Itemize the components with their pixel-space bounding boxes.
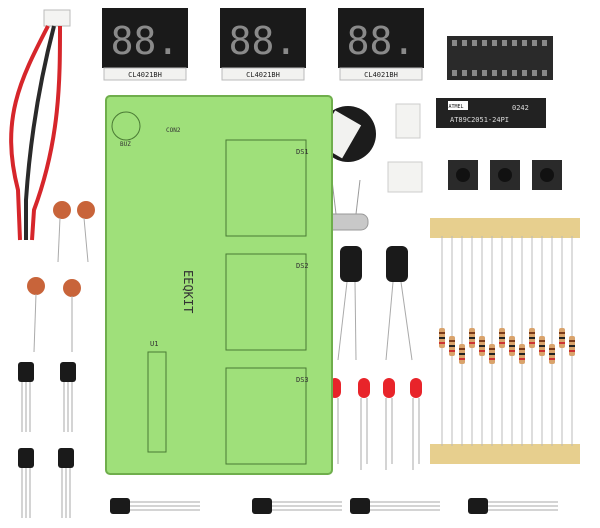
microcontroller-chip: ATMEL 0242 AT89C2051-24PI [436, 98, 546, 128]
transistor [18, 448, 34, 518]
chip-code: 0242 [512, 104, 529, 112]
board-label-buz: BUZ [120, 141, 131, 148]
red-leds [329, 378, 422, 470]
display-digits: 88. [347, 19, 416, 63]
board-brand: EEQKIT [181, 270, 195, 313]
display-part-number: CL4021BH [246, 71, 280, 79]
ceramic-capacitors [27, 201, 95, 353]
pin-header-connectors [387, 103, 423, 193]
board-label-con2: CON2 [166, 127, 181, 134]
resistor [519, 236, 525, 446]
transistor [252, 498, 342, 514]
transistors [18, 362, 558, 518]
resistors [430, 218, 580, 464]
resistor [499, 236, 505, 446]
wire-harness [9, 9, 71, 241]
resistor [449, 236, 455, 446]
display-digits: 88. [229, 19, 298, 63]
display-part-number: CL4021BH [364, 71, 398, 79]
seven-segment-display: 88. CL4021BH [102, 8, 188, 81]
led [358, 378, 370, 470]
pcb-board: EEQKIT DS1 DS2 DS3 U1 BUZ CON2 [105, 95, 333, 475]
transistor [18, 362, 34, 432]
transistor [350, 498, 440, 514]
push-buttons [448, 160, 562, 190]
resistor [479, 236, 485, 446]
chip-brand: ATMEL [448, 104, 463, 110]
display-digits: 88. [111, 19, 180, 63]
seven-segment-display: 88. CL4021BH [220, 8, 306, 81]
resistor [549, 236, 555, 446]
display-part-number: CL4021BH [128, 71, 162, 79]
seven-segment-display: 88. CL4021BH [338, 8, 424, 81]
resistor [569, 236, 575, 446]
electrolytic-capacitors [337, 246, 413, 361]
board-label-ds3: DS3 [296, 376, 309, 384]
led [410, 378, 422, 470]
chip-logo [448, 101, 468, 110]
resistor [509, 236, 515, 446]
board-label-ds2: DS2 [296, 262, 309, 270]
transistor [58, 448, 74, 518]
resistor [559, 236, 565, 446]
transistor [468, 498, 558, 514]
resistor [539, 236, 545, 446]
chip-model: AT89C2051-24PI [450, 116, 509, 124]
resistor [439, 236, 445, 446]
resistor [529, 236, 535, 446]
ic-socket [447, 36, 553, 80]
transistor [60, 362, 76, 432]
transistor [110, 498, 200, 514]
resistor [489, 236, 495, 446]
board-label-ds1: DS1 [296, 148, 309, 156]
seven-segment-displays: 88. CL4021BH 88. CL4021BH 88. CL4021BH [102, 8, 424, 81]
board-label-u1: U1 [150, 340, 158, 348]
led [383, 378, 395, 470]
resistor [469, 236, 475, 446]
resistor [459, 236, 465, 446]
